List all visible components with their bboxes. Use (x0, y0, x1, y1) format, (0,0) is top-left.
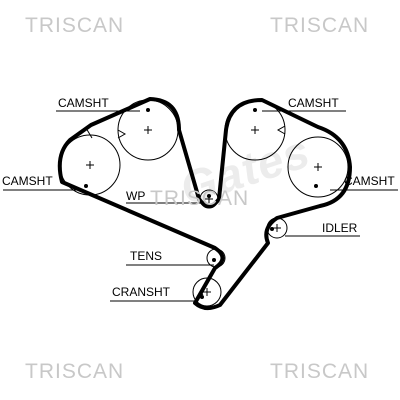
watermark-bottom-right: TRISCAN (270, 360, 369, 383)
timing-belt (57, 97, 352, 310)
watermark-bottom-left: TRISCAN (25, 360, 124, 383)
label-camshaft-top-left: CAMSHT (58, 96, 109, 110)
watermark-top-right: TRISCAN (270, 14, 369, 37)
label-tensioner: TENS (130, 249, 162, 263)
label-crankshaft: CRANSHT (112, 285, 171, 299)
watermark-top-left: TRISCAN (25, 14, 124, 37)
leader-lines (3, 110, 398, 302)
label-water-pump: WP (126, 189, 145, 203)
center-marks (86, 126, 322, 296)
label-camshaft-right: CAMSHT (344, 174, 395, 188)
label-idler: IDLER (322, 221, 358, 235)
watermark-center: TRISCAN (150, 187, 249, 210)
label-camshaft-left: CAMSHT (2, 174, 53, 188)
timing-marks (84, 108, 318, 301)
label-camshaft-top-right: CAMSHT (288, 96, 339, 110)
